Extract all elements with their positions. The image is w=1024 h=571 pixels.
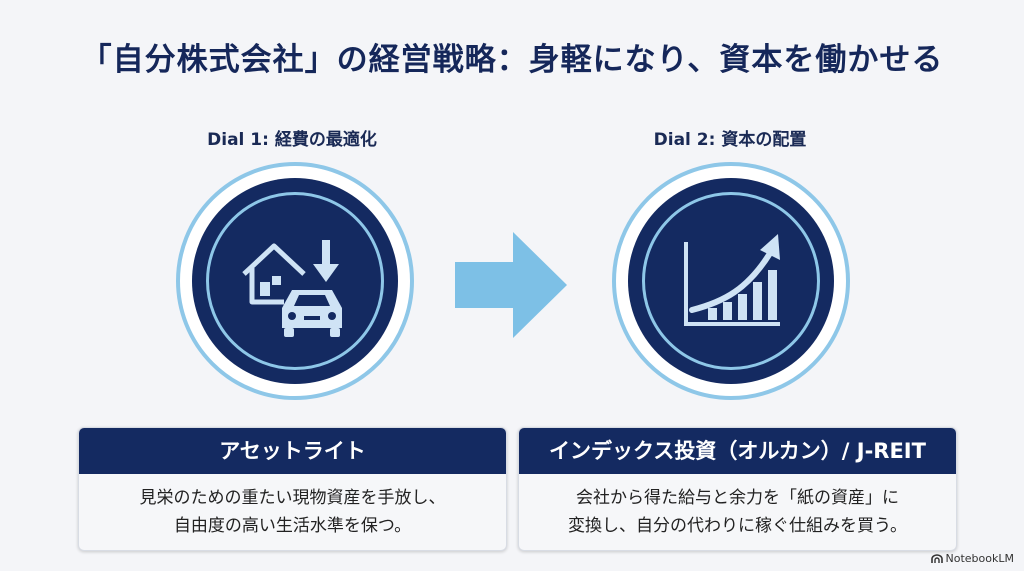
badge-text: NotebookLM <box>945 552 1014 565</box>
card-index-investing: インデックス投資（オルカン）/ J-REIT 会社から得た給与と余力を「紙の資産… <box>518 427 957 551</box>
house-icon <box>242 243 306 305</box>
card-asset-light-line1: 見栄のための重たい現物資産を手放し、 <box>139 488 446 508</box>
dial1-label: Dial 1: 経費の最適化 <box>207 130 377 150</box>
right-arrow-icon <box>455 232 567 338</box>
down-arrow-icon <box>313 240 339 282</box>
dial2-circle <box>612 162 850 400</box>
notebooklm-badge: NotebookLM <box>930 552 1014 565</box>
dial1-circle <box>176 162 414 400</box>
dial2-label: Dial 2: 資本の配置 <box>653 130 807 150</box>
card-asset-light-line2: 自由度の高い生活水準を保つ。 <box>173 516 412 536</box>
growth-chart-icon <box>684 234 780 326</box>
card-asset-light-title: アセットライト <box>79 428 506 474</box>
card-asset-light: アセットライト 見栄のための重たい現物資産を手放し、 自由度の高い生活水準を保つ… <box>78 427 507 551</box>
card-index-investing-title: インデックス投資（オルカン）/ J-REIT <box>519 428 956 474</box>
card-index-investing-line1: 会社から得た給与と余力を「紙の資産」に <box>576 488 899 508</box>
car-icon <box>282 290 342 337</box>
page-title: 「自分株式会社」の経営戦略：身軽になり、資本を働かせる <box>80 42 944 78</box>
card-index-investing-line2: 変換し、自分の代わりに稼ぐ仕組みを買う。 <box>568 516 907 536</box>
notebooklm-logo-icon <box>930 553 943 563</box>
expense-icon <box>242 240 342 337</box>
